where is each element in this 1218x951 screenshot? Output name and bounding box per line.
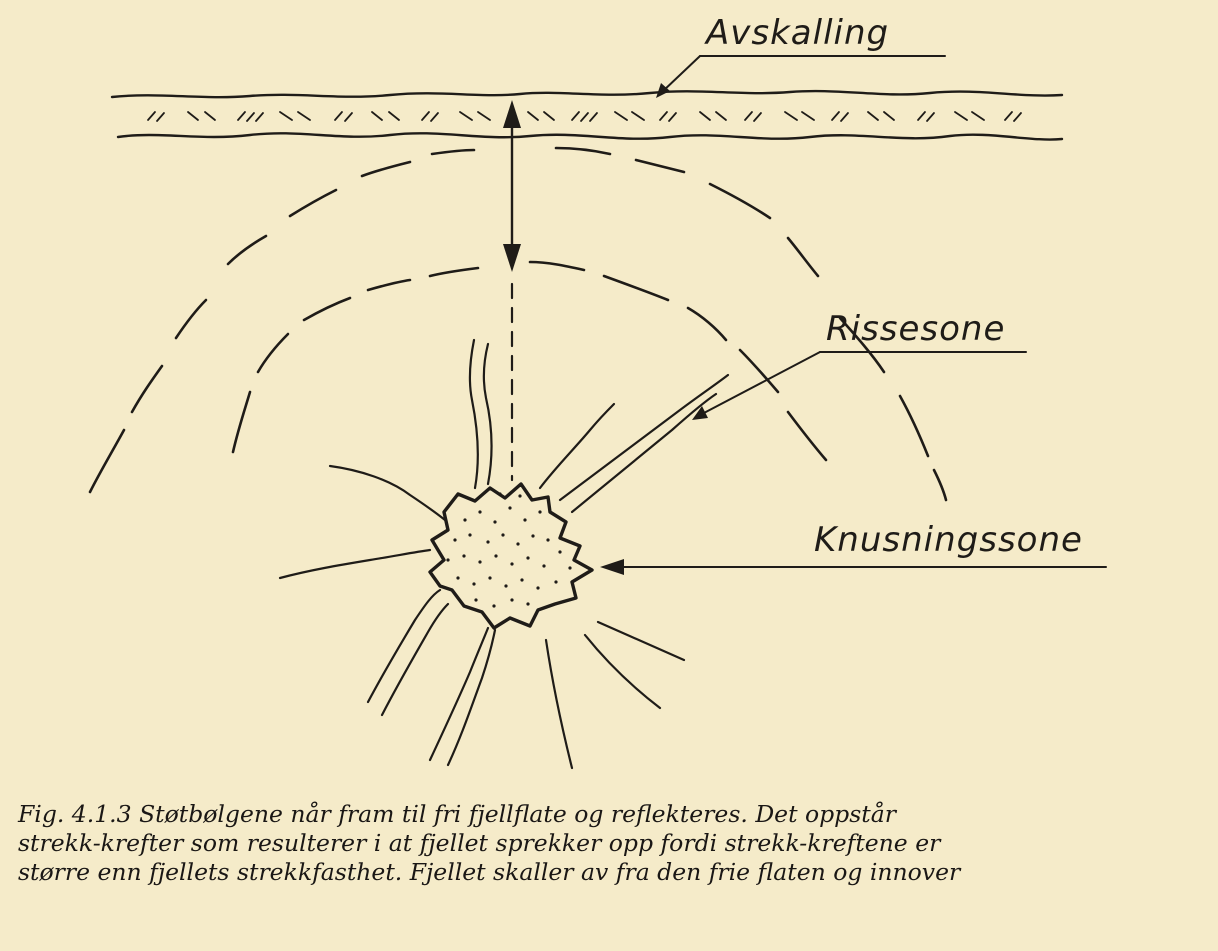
surface-hatching [148,112,1021,121]
avskalling-pointer [662,56,700,92]
rissesone-pointer [702,352,820,414]
label-avskalling: Avskalling [704,13,889,53]
label-rissesone: Rissesone [826,309,1005,349]
label-knusningssone-group: Knusningssone [600,520,1106,575]
crushing-zone-dots [446,492,571,607]
free-rock-surface [112,91,1062,139]
label-knusningssone: Knusningssone [814,520,1083,560]
knusningssone-arrowhead [600,559,624,575]
radial-cracks [280,340,728,768]
label-rissesone-group: Rissesone [692,309,1026,420]
outer-wave-arc [90,148,946,500]
wave-distance-arrow [503,100,521,480]
figure-caption: Fig. 4.1.3 Støtbølgene når fram til fri … [18,800,1208,887]
inner-wave-arc [233,262,826,460]
label-avskalling-group: Avskalling [656,13,945,98]
crushing-zone [430,484,592,628]
